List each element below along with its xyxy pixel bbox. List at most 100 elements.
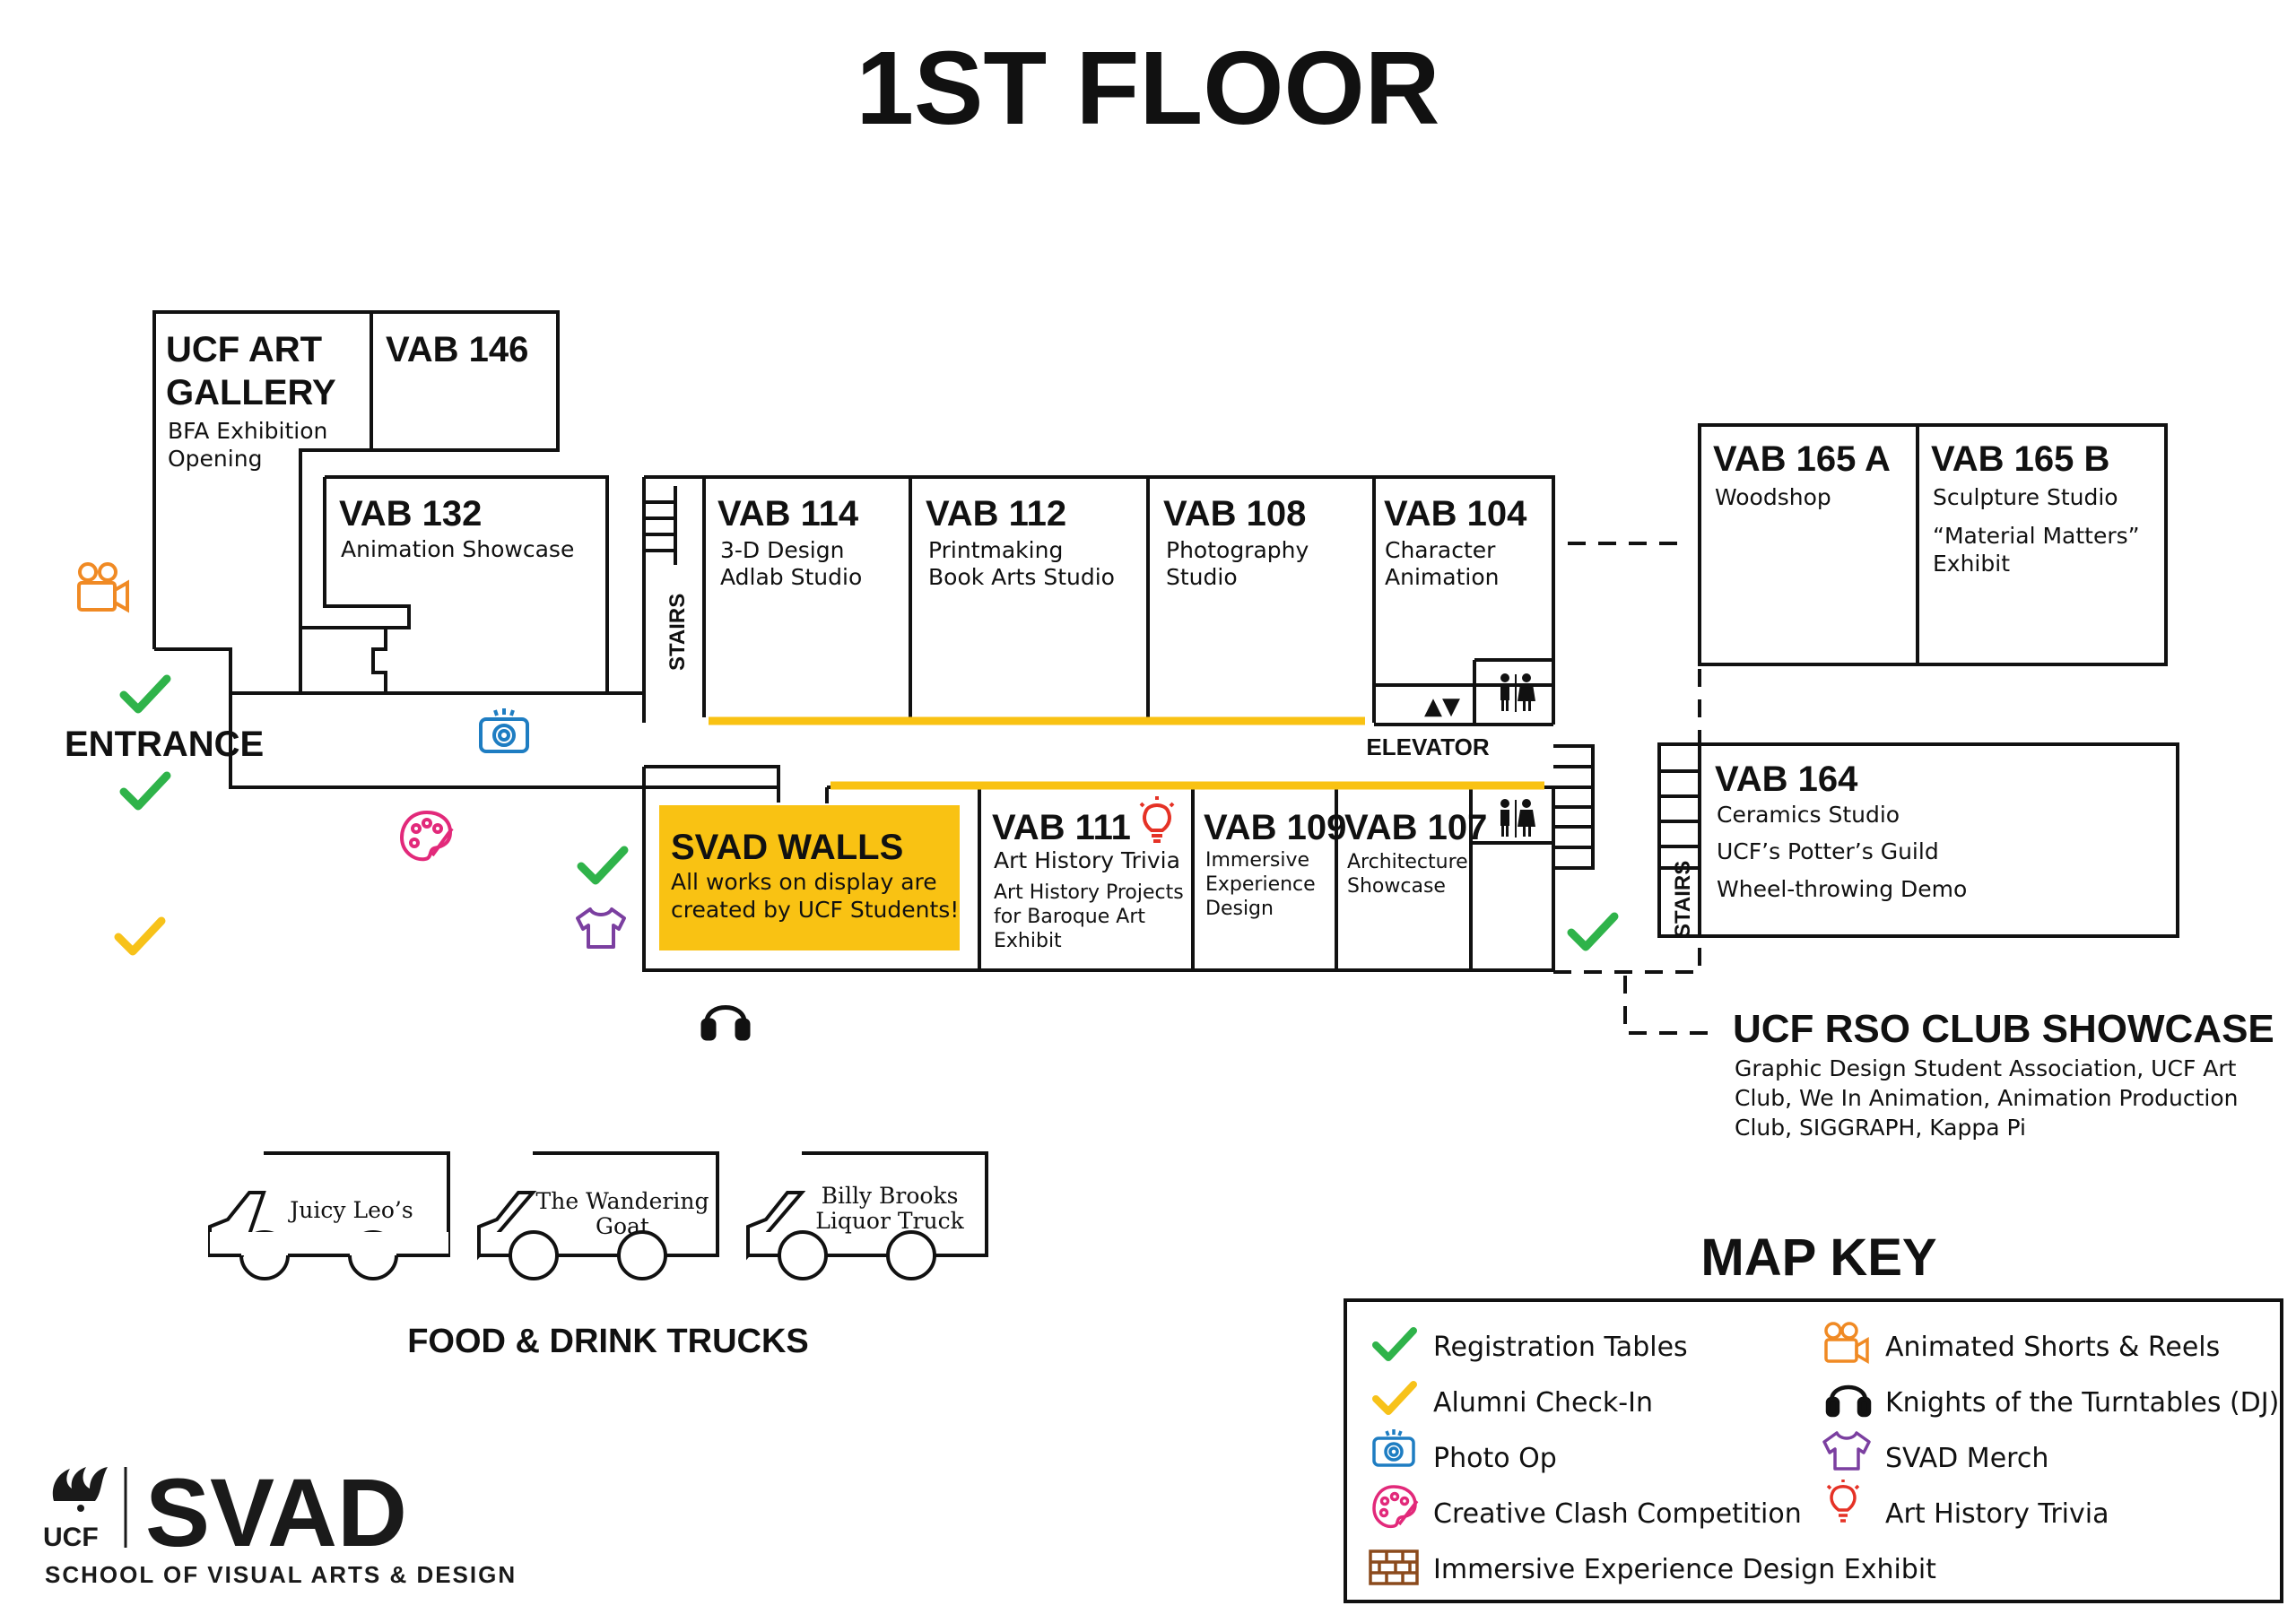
palette-icon	[1372, 1485, 1419, 1529]
rso-showcase-desc-2: Club, We In Animation, Animation Product…	[1735, 1085, 2239, 1111]
svad-walls-desc-1: All works on display are	[671, 869, 937, 895]
room-vab109-desc-1: Immersive	[1205, 849, 1309, 872]
check-icon	[119, 771, 171, 811]
key-label-photo-op: Photo Op	[1433, 1443, 1557, 1474]
check-icon	[577, 846, 629, 885]
room-vab165a-desc: Woodshop	[1715, 484, 1831, 510]
stairs-label-right: STAIRS	[1671, 861, 1695, 938]
room-vab108-desc-2: Studio	[1166, 564, 1238, 590]
headphones-icon	[700, 1005, 751, 1041]
tshirt-icon	[1822, 1431, 1871, 1471]
room-vab165b: VAB 165 B Sculpture Studio “Material Mat…	[1931, 439, 2140, 577]
room-vab109-desc-2: Experience	[1205, 873, 1316, 896]
room-vab164-desc-3: Wheel-throwing Demo	[1717, 876, 1967, 902]
restroom-icon	[1500, 673, 1535, 712]
food-trucks-title: FOOD & DRINK TRUCKS	[407, 1323, 809, 1360]
room-vab165b-desc-1: Sculpture Studio	[1933, 484, 2118, 510]
room-vab114-title: VAB 114	[718, 494, 859, 534]
logo-svad-text: SVAD	[145, 1458, 407, 1567]
room-gallery-title-2: GALLERY	[166, 373, 336, 412]
stairs-right-corridor	[1553, 744, 1595, 870]
room-gallery-desc-1: BFA Exhibition	[168, 418, 327, 444]
palette-icon	[399, 810, 454, 862]
room-vab165b-desc-2: “Material Matters”	[1933, 523, 2140, 549]
room-vab107-desc-2: Showcase	[1347, 875, 1446, 898]
room-gallery-desc-2: Opening	[168, 446, 262, 472]
room-vab165b-desc-3: Exhibit	[1933, 551, 2010, 577]
key-label-immersive: Immersive Experience Design Exhibit	[1433, 1554, 1936, 1585]
entrance-label: ENTRANCE	[65, 725, 264, 764]
key-label-merch: SVAD Merch	[1885, 1443, 2048, 1474]
svad-walls-title: SVAD WALLS	[671, 828, 903, 867]
key-label-trivia: Art History Trivia	[1885, 1498, 2109, 1530]
svad-logo: UCF SVAD SCHOOL OF VISUAL ARTS & DESIGN	[43, 1458, 517, 1588]
room-vab111-desc-1: Art History Trivia	[994, 847, 1180, 873]
room-vab111-desc-2: Art History Projects	[994, 881, 1184, 904]
stairs-left	[644, 486, 677, 565]
lightbulb-icon	[1139, 796, 1175, 843]
restroom-icon	[1500, 799, 1535, 838]
truck-name: Billy Brooks	[822, 1183, 959, 1209]
room-vab107-title: VAB 107	[1344, 808, 1487, 847]
logo-subtitle: SCHOOL OF VISUAL ARTS & DESIGN	[45, 1561, 517, 1588]
truck-name: The Wandering	[536, 1188, 709, 1214]
pegasus-logo-icon	[52, 1467, 108, 1512]
truck-name-2: Goat	[596, 1213, 649, 1239]
room-vab112-desc-1: Printmaking	[928, 537, 1063, 563]
room-vab107-desc-1: Architecture	[1347, 851, 1468, 873]
room-vab165b-title: VAB 165 B	[1931, 439, 2109, 479]
video-camera-icon	[1824, 1322, 1869, 1365]
room-vab109-desc-3: Design	[1205, 898, 1274, 920]
page-title: 1ST FLOOR	[857, 30, 1440, 146]
elevator-arrows-icon: ▲▼	[1424, 693, 1460, 720]
key-label-dj: Knights of the Turntables (DJ)	[1885, 1387, 2279, 1419]
room-vab104: VAB 104 Character Animation	[1384, 494, 1527, 590]
room-vab165a: VAB 165 A Woodshop	[1713, 439, 1891, 510]
room-vab165a-title: VAB 165 A	[1713, 439, 1891, 479]
camera-icon	[1372, 1429, 1415, 1467]
map-key-title: MAP KEY	[1700, 1228, 1936, 1287]
room-vab132-title: VAB 132	[339, 494, 482, 534]
room-vab108-title: VAB 108	[1163, 494, 1306, 534]
room-vab112-title: VAB 112	[926, 494, 1066, 534]
rso-club-showcase: UCF RSO CLUB SHOWCASE Graphic Design Stu…	[1733, 1007, 2274, 1141]
rso-showcase-title: UCF RSO CLUB SHOWCASE	[1733, 1007, 2274, 1051]
room-vab114: VAB 114 3-D Design Adlab Studio	[718, 494, 862, 590]
stairs-label-left: STAIRS	[665, 594, 690, 671]
check-icon	[119, 674, 171, 714]
logo-ucf-text: UCF	[43, 1523, 99, 1552]
key-label-registration: Registration Tables	[1433, 1332, 1688, 1363]
room-vab104-desc-1: Character	[1385, 537, 1496, 563]
room-vab111-desc-4: Exhibit	[994, 930, 1062, 952]
rso-showcase-desc-3: Club, SIGGRAPH, Kappa Pi	[1735, 1115, 2026, 1141]
food-truck: Juicy Leo’s	[208, 1151, 450, 1280]
room-gallery-title-1: UCF ART	[166, 330, 322, 369]
annex-buildings	[1553, 423, 2179, 1035]
room-vab108: VAB 108 Photography Studio	[1163, 494, 1309, 590]
room-vab112: VAB 112 Printmaking Book Arts Studio	[926, 494, 1115, 590]
room-vab164-title: VAB 164	[1715, 759, 1858, 799]
room-vab111: VAB 111 Art History Trivia Art History P…	[992, 808, 1184, 952]
check-icon	[1372, 1381, 1417, 1415]
key-label-alumni: Alumni Check-In	[1433, 1387, 1653, 1419]
room-vab146-title: VAB 146	[386, 330, 528, 369]
room-vab104-title: VAB 104	[1384, 494, 1527, 534]
food-truck: The Wandering Goat	[477, 1151, 719, 1280]
headphones-icon	[1825, 1384, 1872, 1418]
room-vab114-desc-1: 3-D Design	[720, 537, 844, 563]
check-icon	[1567, 912, 1619, 951]
svad-walls-desc-2: created by UCF Students!	[671, 897, 959, 923]
truck-name-2: Liquor Truck	[815, 1208, 964, 1234]
svad-walls: SVAD WALLS All works on display are crea…	[659, 805, 960, 950]
room-vab109: VAB 109 Immersive Experience Design	[1204, 808, 1346, 920]
room-vab164-desc-1: Ceramics Studio	[1717, 802, 1900, 828]
room-vab164: VAB 164 Ceramics Studio UCF’s Potter’s G…	[1715, 759, 1967, 902]
room-vab108-desc-1: Photography	[1166, 537, 1309, 563]
room-gallery: UCF ART GALLERY BFA Exhibition Opening	[166, 330, 336, 472]
rso-showcase-desc-1: Graphic Design Student Association, UCF …	[1735, 1055, 2237, 1081]
truck-name: Juicy Leo’s	[287, 1197, 413, 1223]
room-vab111-desc-3: for Baroque Art	[994, 906, 1145, 928]
room-vab111-title: VAB 111	[992, 808, 1131, 847]
room-vab164-desc-2: UCF’s Potter’s Guild	[1717, 838, 1939, 864]
